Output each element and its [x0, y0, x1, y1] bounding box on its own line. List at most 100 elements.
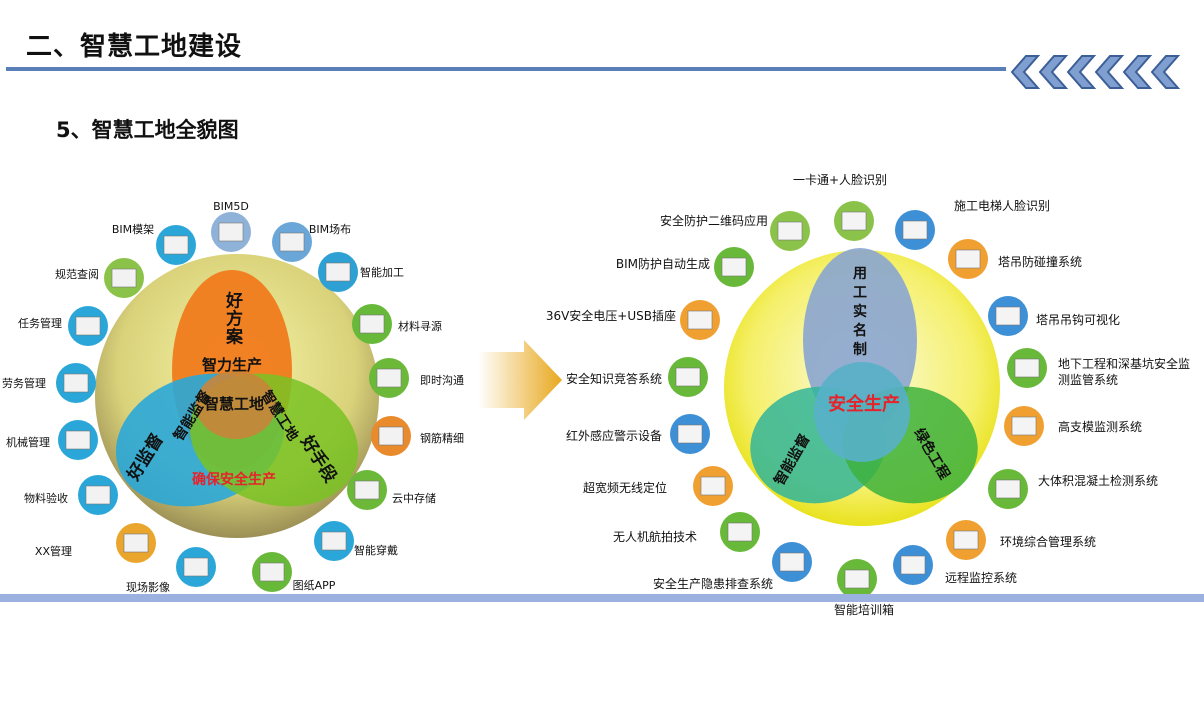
right-item-thumbnail	[953, 530, 979, 550]
left-item: XX管理	[35, 523, 156, 563]
left-item-label: 机械管理	[6, 435, 50, 449]
left-item: BIM5D	[211, 200, 251, 252]
right-item: 36V安全电压+USB插座	[546, 300, 720, 340]
right-item-label: 智能培训箱	[834, 602, 894, 617]
left-item-label: 劳务管理	[2, 376, 46, 390]
left-item-label: BIM5D	[213, 200, 249, 213]
left-item: 钢筋精细	[371, 416, 464, 456]
right-item: 远程监控系统	[893, 545, 1017, 585]
right-item: 安全防护二维码应用	[660, 211, 810, 251]
right-item-label: 施工电梯人脸识别	[954, 199, 1050, 213]
right-item: 塔吊吊钩可视化	[988, 296, 1120, 336]
left-item-label: 智能穿戴	[354, 543, 398, 557]
left-item-label: BIM场布	[309, 222, 351, 236]
right-item-label: 安全知识竞答系统	[566, 371, 662, 386]
right-item: 红外感应警示设备	[566, 414, 710, 454]
right-item-thumbnail	[677, 424, 703, 444]
left-item: 智能加工	[318, 252, 404, 292]
left-item: 任务管理	[18, 306, 108, 346]
right-item-thumbnail	[841, 211, 867, 231]
left-item: BIM场布	[272, 222, 351, 262]
left-item: 即时沟通	[369, 358, 464, 398]
right-item-thumbnail	[1011, 416, 1037, 436]
left-item-thumbnail	[218, 222, 244, 242]
right-item-label: 一卡通+人脸识别	[793, 173, 887, 187]
right-item-label: 塔吊防碰撞系统	[998, 254, 1082, 269]
right-item: 环境综合管理系统	[946, 520, 1096, 560]
top-sub: 智力生产	[202, 356, 262, 374]
right-item-label: 超宽频无线定位	[583, 480, 667, 495]
left-item-label: 智能加工	[360, 265, 404, 279]
right-item: 高支模监测系统	[1004, 406, 1142, 446]
bottom-band	[0, 594, 1204, 602]
right-item-label: 安全防护二维码应用	[660, 213, 768, 228]
right-top-label: 用工实名制	[853, 266, 867, 358]
left-item: BIM模架	[112, 223, 196, 265]
right-item-thumbnail	[700, 476, 726, 496]
left-item-thumbnail	[259, 562, 285, 582]
left-item-label: 材料寻源	[398, 319, 442, 333]
left-item-label: 现场影像	[126, 580, 170, 594]
right-item-label: BIM防护自动生成	[616, 256, 710, 271]
right-item-thumbnail	[687, 310, 713, 330]
right-item-thumbnail	[955, 249, 981, 269]
left-item: 智能穿戴	[314, 521, 398, 561]
right-item: 施工电梯人脸识别	[895, 199, 1050, 250]
left-item-thumbnail	[111, 268, 137, 288]
left-item-thumbnail	[359, 314, 385, 334]
right-item-thumbnail	[721, 257, 747, 277]
right-item-thumbnail	[902, 220, 928, 240]
right-item-thumbnail	[844, 569, 870, 589]
center-overlap	[196, 371, 276, 439]
left-item-thumbnail	[65, 430, 91, 450]
left-item-thumbnail	[63, 373, 89, 393]
left-item-label: XX管理	[35, 544, 72, 558]
right-item-label: 高支模监测系统	[1058, 419, 1142, 434]
left-item-thumbnail	[163, 235, 189, 255]
right-item: BIM防护自动生成	[616, 247, 754, 287]
top-title: 好方案	[222, 290, 244, 345]
right-item-label: 远程监控系统	[945, 570, 1017, 585]
right-item-thumbnail	[995, 306, 1021, 326]
right-item-thumbnail	[777, 221, 803, 241]
left-item: 材料寻源	[352, 304, 442, 344]
section-subtitle: 5、智慧工地全貌图	[56, 118, 239, 142]
left-item-thumbnail	[321, 531, 347, 551]
transition-arrow-icon	[478, 340, 562, 420]
right-item-label: 大体积混凝土检测系统	[1038, 473, 1158, 488]
left-item-label: 规范查阅	[55, 267, 99, 281]
right-item-thumbnail	[675, 367, 701, 387]
left-item-label: 图纸APP	[293, 579, 336, 592]
left-item-thumbnail	[354, 480, 380, 500]
right-item-label: 红外感应警示设备	[566, 428, 662, 443]
center-overlap-right	[814, 362, 910, 462]
left-item-thumbnail	[75, 316, 101, 336]
right-item-label-cont: 测监管系统	[1058, 372, 1118, 387]
left-item-label: 物料验收	[24, 491, 68, 505]
page-title: 二、智慧工地建设	[26, 32, 243, 62]
right-item: 超宽频无线定位	[583, 466, 733, 506]
right-item: 无人机航拍技术	[613, 512, 760, 552]
right-item-thumbnail	[900, 555, 926, 575]
right-item: 安全知识竞答系统	[566, 357, 708, 397]
right-item: 安全生产隐患排查系统	[653, 542, 812, 591]
bottom-slogan: 确保安全生产	[192, 471, 276, 488]
left-item-thumbnail	[123, 533, 149, 553]
title-underline	[6, 67, 1006, 71]
right-item-label: 安全生产隐患排查系统	[653, 576, 773, 591]
left-item-thumbnail	[183, 557, 209, 577]
right-item-thumbnail	[1014, 358, 1040, 378]
right-item-label: 36V安全电压+USB插座	[546, 308, 676, 323]
center-label: 智慧工地	[204, 395, 264, 413]
left-item-thumbnail	[378, 426, 404, 446]
right-item-thumbnail	[995, 479, 1021, 499]
left-item-label: BIM模架	[112, 223, 154, 236]
left-item-thumbnail	[279, 232, 305, 252]
left-item: 规范查阅	[55, 258, 144, 298]
left-item-label: 钢筋精细	[420, 431, 464, 445]
left-item-thumbnail	[85, 485, 111, 505]
right-item-thumbnail	[779, 552, 805, 572]
left-item: 物料验收	[24, 475, 118, 515]
